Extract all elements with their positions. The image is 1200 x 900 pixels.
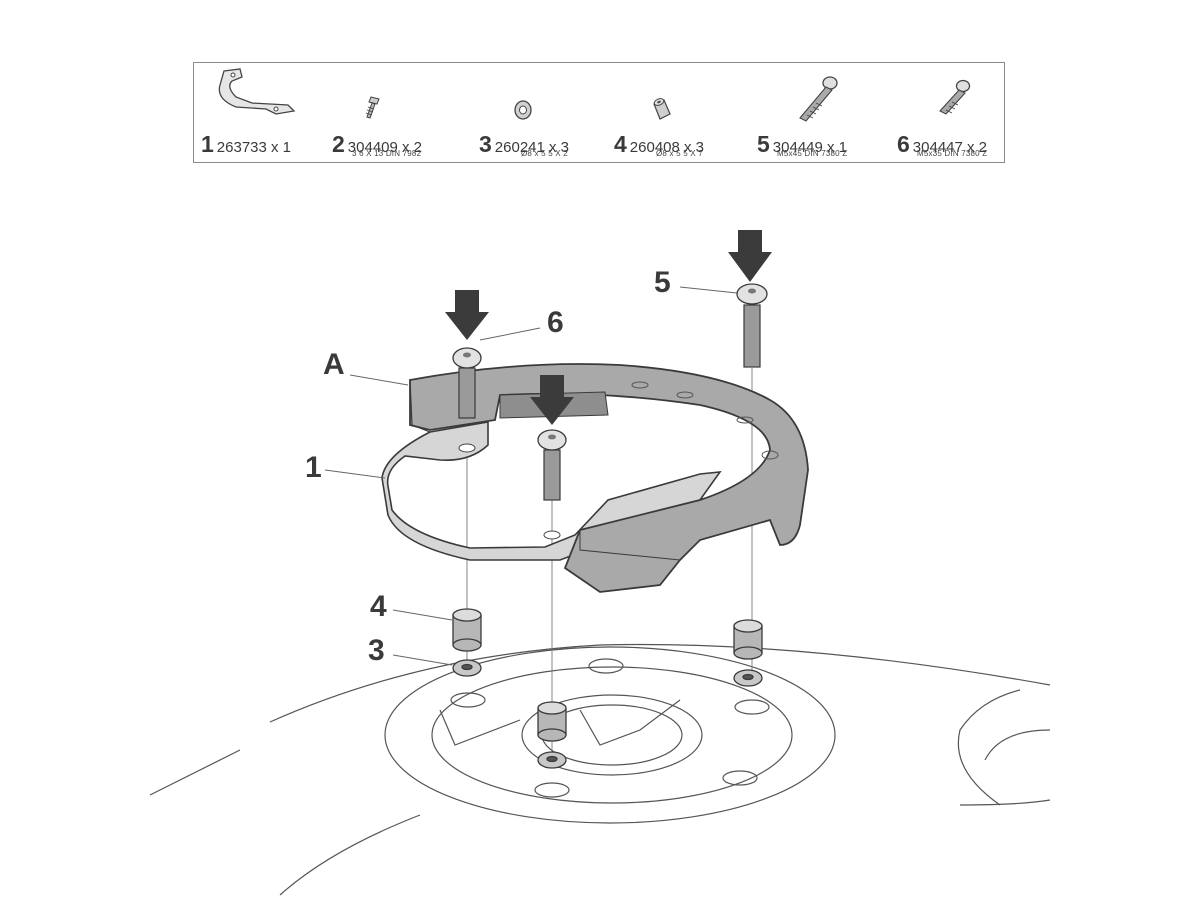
washer-icon — [514, 100, 532, 120]
small-screw-icon — [365, 96, 380, 119]
part-number: 4 — [614, 131, 627, 157]
long-bolt-icon — [799, 76, 838, 122]
part-code: 304447 x 2 — [912, 139, 988, 156]
arrow-down-icon — [530, 375, 574, 425]
bolt-long — [736, 283, 768, 368]
part-2: 2 304409 x 2 3 6 X 13 DIN 7982 — [332, 131, 423, 159]
part-3: 3 260241 x 3 Ø8 x 5 5 X 2 — [479, 131, 570, 159]
part-6: 6 304447 x 2 M5x35 DIN 7380 Z — [897, 131, 988, 159]
spacer-icon — [653, 98, 671, 120]
plate-hole — [543, 530, 561, 540]
callout-a: A — [323, 348, 345, 381]
part-number: 2 — [332, 131, 345, 157]
fuel-tank-outline — [149, 643, 1051, 896]
callout-5: 5 — [654, 266, 671, 299]
part-spec: Ø8 x 5 5 X 2 — [521, 149, 568, 158]
bolt-icon — [939, 79, 971, 115]
part-spec: M5x35 DIN 7380 Z — [917, 149, 988, 158]
part-code: 263733 x 1 — [216, 139, 292, 156]
part-code: 260241 x 3 — [494, 139, 570, 156]
arrow-down-icon — [728, 230, 772, 282]
bolt-center — [537, 429, 567, 501]
bracket-plate-icon — [218, 68, 296, 115]
part-number: 1 — [201, 131, 214, 157]
callout-6: 6 — [547, 306, 564, 339]
part-number: 3 — [479, 131, 492, 157]
part-code: 260408 x 3 — [629, 139, 705, 156]
callout-3: 3 — [368, 634, 385, 667]
part-number: 5 — [757, 131, 770, 157]
arrow-down-icon — [445, 290, 489, 340]
callout-4: 4 — [370, 590, 387, 623]
callout-1: 1 — [305, 451, 322, 484]
callout-leader-lines — [324, 286, 738, 666]
part-code: 304409 x 2 — [347, 139, 423, 156]
part-1: 1 263733 x 1 — [201, 133, 291, 156]
parts-legend: 1 263733 x 1 2 304409 x 2 3 6 X 13 DIN 7… — [193, 62, 1005, 163]
part-spec: 3 6 X 13 DIN 7982 — [352, 149, 422, 158]
bolt-left — [452, 347, 482, 419]
part-spec: Ø8 x 5 5 X 7 — [656, 149, 703, 158]
part-code: 304449 x 1 — [772, 139, 848, 156]
part-number: 6 — [897, 131, 910, 157]
part-4: 4 260408 x 3 Ø8 x 5 5 X 7 — [614, 131, 705, 159]
part-spec: M5x45 DIN 7380 Z — [777, 149, 848, 158]
plate-hole — [458, 443, 476, 453]
part-5: 5 304449 x 1 M5x45 DIN 7380 Z — [757, 131, 848, 159]
spacers-and-washers — [452, 608, 763, 769]
